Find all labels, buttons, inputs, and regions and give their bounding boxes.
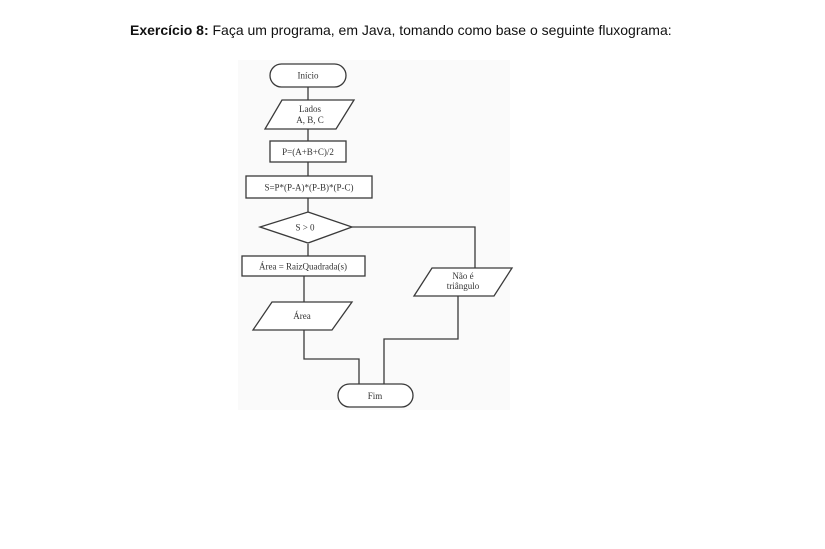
input-parallelogram — [263, 99, 356, 130]
input-label-line1: Lados — [299, 104, 321, 114]
connector-nottriangle-end — [383, 296, 459, 384]
exercise-heading: Exercício 8: Faça um programa, em Java, … — [130, 22, 672, 38]
compute-s-process — [245, 175, 373, 199]
decision-diamond — [257, 211, 354, 244]
decision-label: S > 0 — [295, 223, 315, 233]
end-label: Fim — [368, 391, 383, 401]
output-area-label: Área — [293, 311, 311, 321]
compute-s-label: S=P*(P-A)*(P-B)*(P-C) — [264, 183, 353, 193]
connectors — [303, 87, 476, 384]
output-area-parallelogram — [251, 301, 354, 331]
compute-p-label: P=(A+B+C)/2 — [282, 147, 334, 157]
end-terminator — [337, 383, 414, 408]
connector-output-end — [303, 330, 360, 384]
start-terminator — [269, 63, 347, 88]
output-not-triangle-line2: triângulo — [447, 281, 480, 291]
compute-area-process — [241, 255, 366, 277]
compute-p-process — [269, 140, 347, 163]
input-label-line2: A, B, C — [296, 115, 324, 125]
exercise-instruction: Faça um programa, em Java, tomando como … — [208, 22, 672, 38]
exercise-label: Exercício 8: — [130, 22, 209, 38]
output-not-triangle-line1: Não é — [452, 271, 473, 281]
output-not-triangle-parallelogram — [412, 267, 514, 297]
connector-decision-false — [352, 226, 476, 268]
start-label: Início — [298, 71, 319, 81]
compute-area-label: Área = RaizQuadrada(s) — [259, 262, 347, 272]
